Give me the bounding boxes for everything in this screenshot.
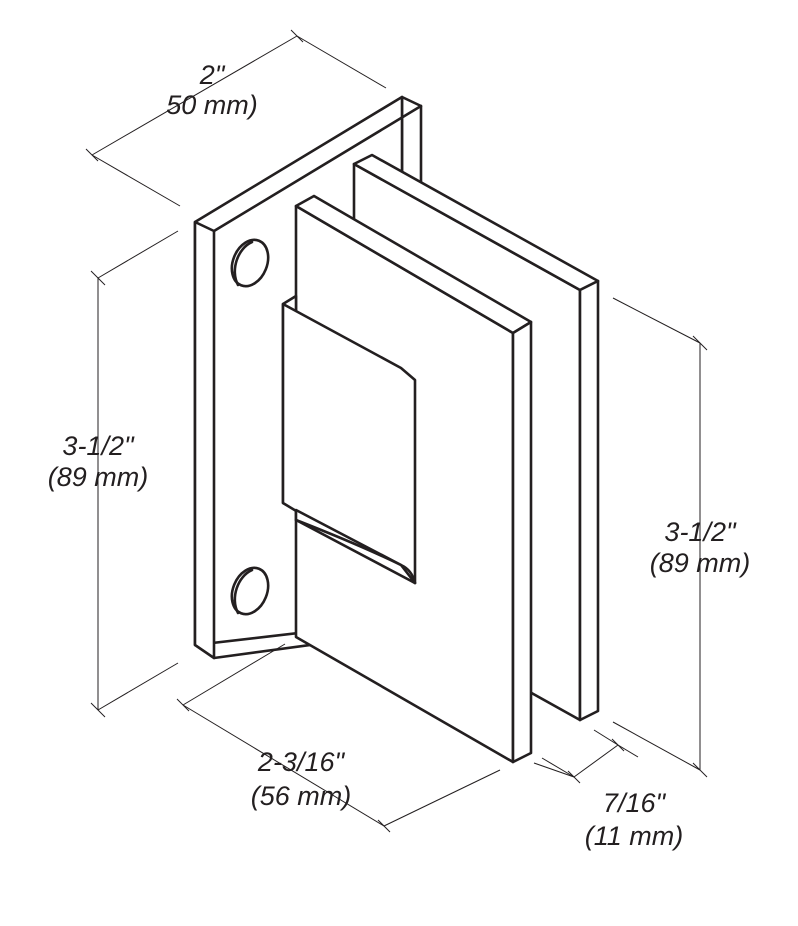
dimension-bottom-depth-lines [176,643,501,833]
front-clamp-plate-side [511,320,533,764]
dimension-right-height-lines [612,297,708,778]
right-height-imperial-label: 3-1/2" [664,517,737,547]
mounting-hole-top [230,238,270,288]
dimension-labels: 2" 50 mm) 3-1/2" (89 mm) 3-1/2" (89 mm) … [48,60,751,851]
left-height-imperial-label: 3-1/2" [62,431,135,461]
dimension-top-width-lines [85,29,387,207]
hinge-cam-front [281,302,417,585]
wall-plate-edge [193,220,216,660]
back-clamp-plate-side [578,279,600,722]
bottom-depth-metric-label: (56 mm) [251,781,352,811]
left-height-metric-label: (89 mm) [48,462,149,492]
dimension-left-height-lines [90,230,179,718]
hinge-drawing [193,95,600,764]
mounting-hole-bottom-inner [233,568,254,615]
dimension-lines [85,29,708,833]
wall-plate-edge-top [212,104,423,233]
hinge-cam-body [281,294,417,585]
glass-thickness-imperial-label: 7/16" [603,788,667,818]
top-width-metric-label: 50 mm) [166,90,258,120]
hinge-cam-curve [294,518,417,585]
dimension-glass-thickness-lines [533,729,639,784]
mounting-hole-top-inner [233,240,254,287]
top-width-imperial-label: 2" [199,60,226,90]
bottom-depth-imperial-label: 2-3/16" [257,747,346,777]
glass-thickness-metric-label: (11 mm) [585,821,684,851]
right-height-metric-label: (89 mm) [650,548,751,578]
mounting-hole-bottom [230,566,270,616]
